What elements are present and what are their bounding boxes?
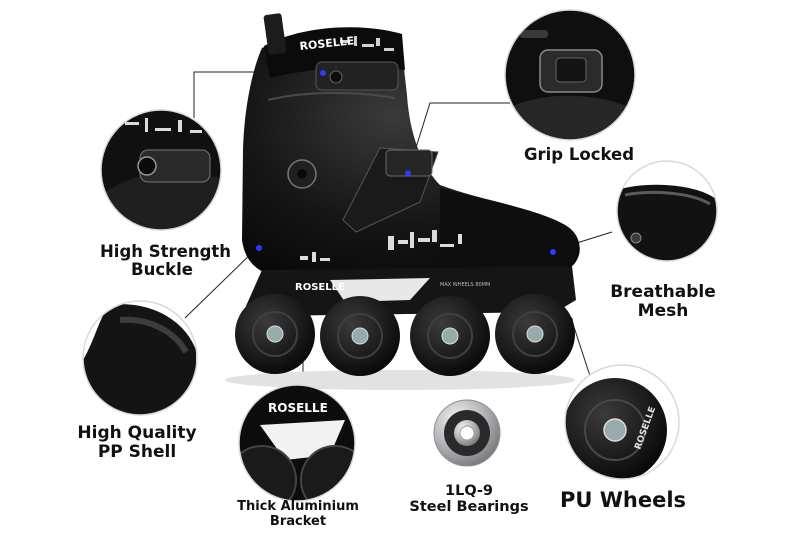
label-pu-wheels: PU Wheels (560, 488, 687, 512)
frame-cutout (330, 278, 430, 302)
frame-wheel-text: MAX WHEELS 80MM (440, 282, 490, 288)
toe-cap (440, 188, 579, 270)
label-high-strength-buckle: High Strength Buckle (100, 242, 232, 280)
detail-circle-mesh (616, 160, 718, 262)
label-breathable-mesh: Breathable Mesh (610, 282, 716, 322)
floor-shadow (225, 370, 575, 390)
toe-graphics (300, 230, 462, 262)
cuff-highlight (267, 91, 396, 101)
connector-wheels (571, 320, 592, 380)
bracket-logo: ROSELLE (268, 401, 328, 415)
bearing-image (433, 399, 501, 467)
wheels (235, 294, 575, 376)
label-grip-locked: Grip Locked (523, 145, 635, 164)
detail-circle-grip (504, 9, 636, 141)
wheel-1 (235, 294, 315, 374)
wheel-4 (495, 294, 575, 374)
wheel-2 (320, 296, 400, 376)
detail-circle-wheels: ROSELLE (564, 364, 680, 480)
cuff-graphics (340, 36, 394, 51)
upper-buckle-rivet (329, 70, 343, 84)
connector-shell (184, 246, 259, 319)
label-steel-bearings: 1LQ-9 Steel Bearings (409, 483, 529, 516)
detail-circle-shell (82, 300, 198, 416)
cuff-logo: ROSELLE (299, 34, 355, 53)
ankle-buckle (385, 149, 433, 177)
side-dial-center (297, 169, 307, 179)
detail-circle-buckle (100, 109, 222, 231)
upper-buckle (315, 61, 399, 91)
label-high-quality-pp-shell: High Quality PP Shell (77, 423, 197, 463)
skate-photo: ROSELLE ROSELLE MAX WHEELS 80MM (225, 13, 580, 390)
detail-circle-bracket: ROSELLE (238, 384, 356, 502)
label-thick-aluminium-bracket: Thick Aluminium Bracket (237, 499, 359, 529)
frame-logo: ROSELLE (295, 282, 345, 293)
top-strap (263, 13, 287, 55)
wheel-3 (410, 296, 490, 376)
